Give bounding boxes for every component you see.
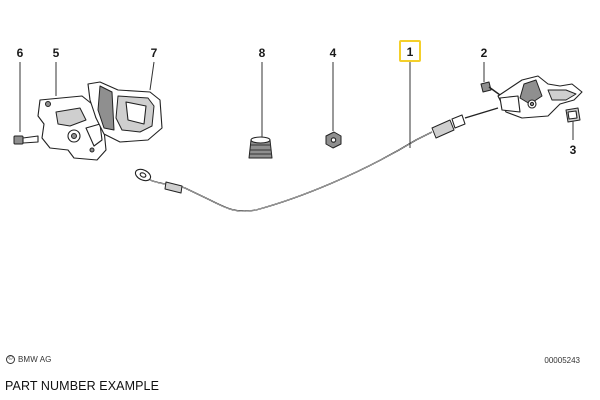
part-5-latch bbox=[37, 95, 107, 161]
part-handle-assembly bbox=[497, 75, 583, 119]
part-label-3[interactable]: 3 bbox=[570, 143, 577, 157]
part-2-screw bbox=[480, 81, 501, 96]
part-1-cable bbox=[134, 107, 499, 212]
part-label-2[interactable]: 2 bbox=[481, 46, 488, 60]
copyright-icon: © bbox=[6, 355, 15, 364]
part-label-1[interactable]: 1 bbox=[407, 45, 414, 59]
part-8-sleeve bbox=[248, 136, 273, 159]
part-6-bolt bbox=[13, 135, 39, 145]
catalog-id: 00005243 bbox=[544, 356, 580, 365]
part-7-cover bbox=[87, 81, 163, 143]
part-label-6[interactable]: 6 bbox=[17, 46, 24, 60]
caption: PART NUMBER EXAMPLE bbox=[5, 379, 160, 393]
highlight-box bbox=[399, 40, 421, 62]
part-3-clip bbox=[565, 107, 581, 123]
parts-diagram: 1 2 3 4 5 6 7 8 bbox=[13, 40, 583, 212]
part-4-nut bbox=[325, 131, 342, 149]
copyright-text: BMW AG bbox=[18, 355, 52, 364]
copyright: © BMW AG bbox=[6, 355, 52, 364]
part-label-8[interactable]: 8 bbox=[259, 46, 266, 60]
part-label-5[interactable]: 5 bbox=[53, 46, 60, 60]
leader-7 bbox=[149, 61, 155, 91]
part-label-7[interactable]: 7 bbox=[151, 46, 158, 60]
part-label-4[interactable]: 4 bbox=[330, 46, 337, 60]
